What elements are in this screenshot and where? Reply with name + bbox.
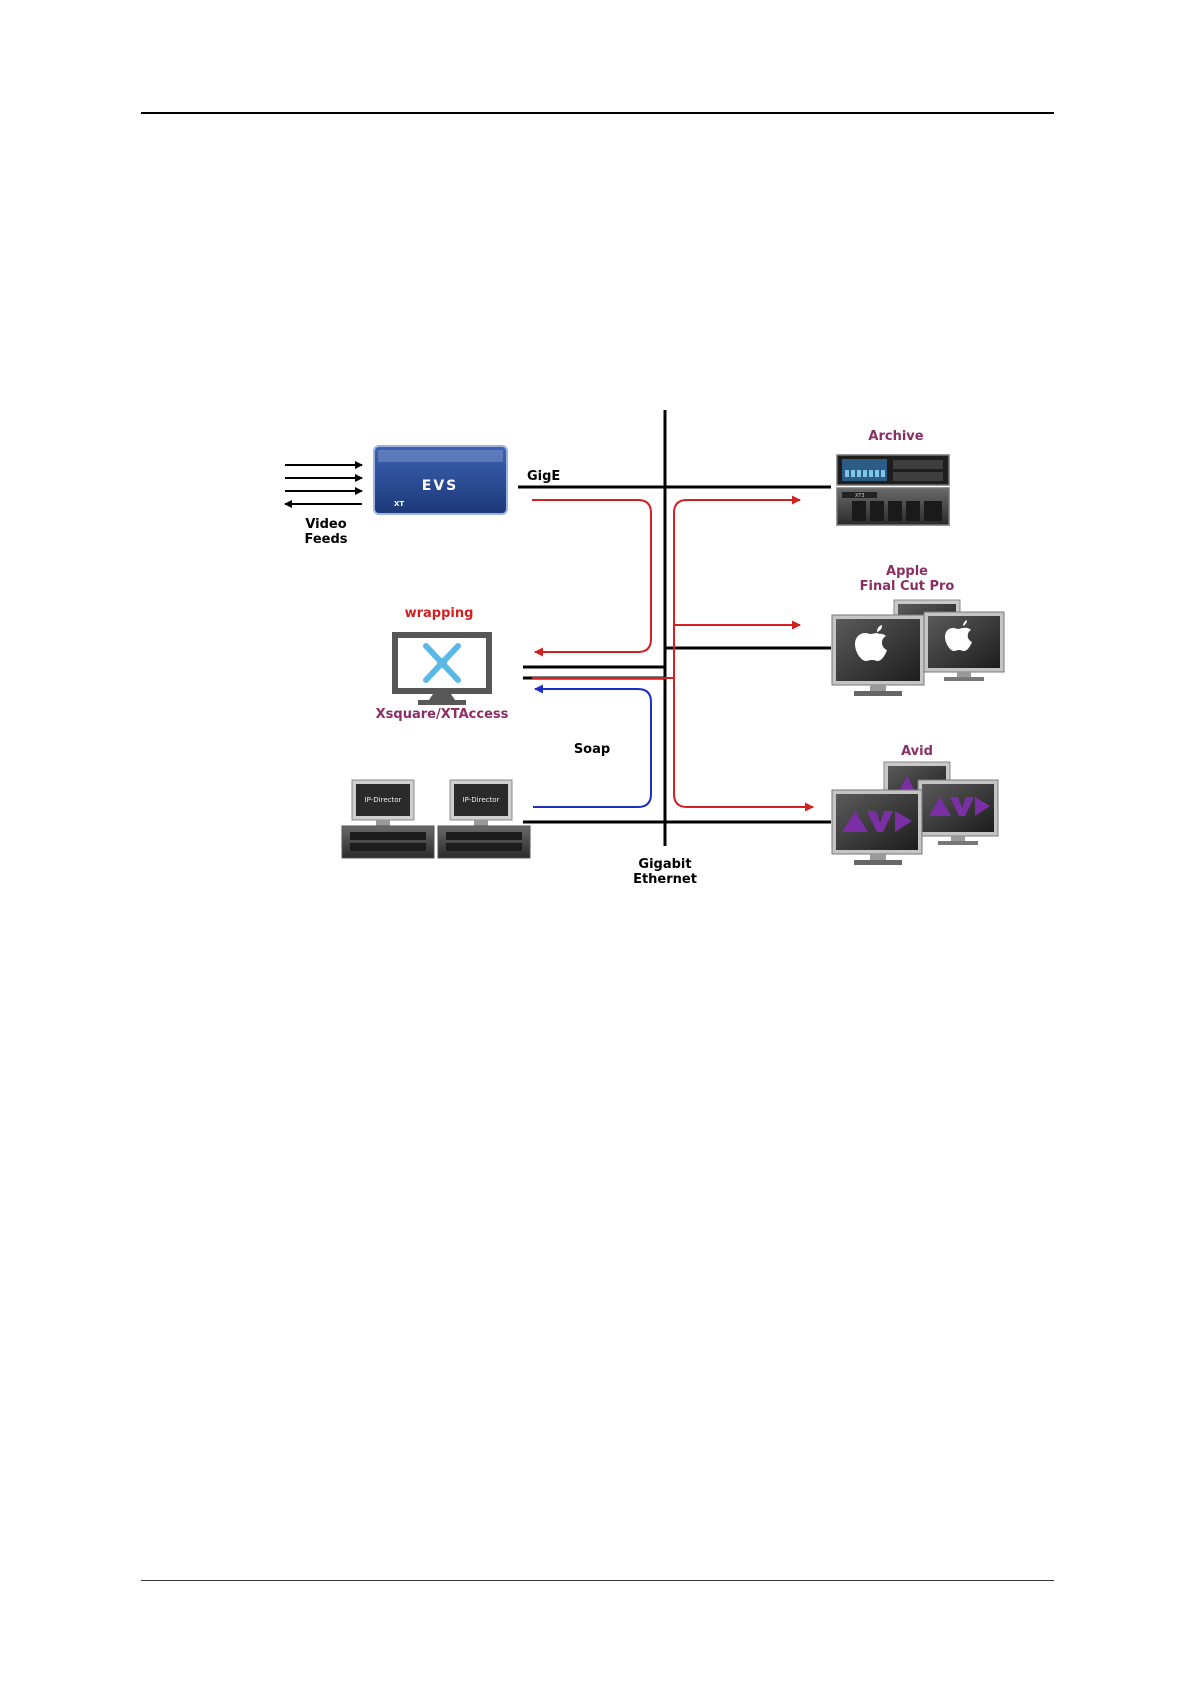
apple-label-line2: Final Cut Pro [860, 579, 955, 594]
evs-to-xsquare-flow [532, 500, 651, 652]
gigabit-label-line1: Gigabit [638, 857, 691, 872]
ip-director-label-1: IP-Director [365, 796, 402, 804]
evs-server: EVS XT [374, 446, 507, 514]
soap-label: Soap [574, 742, 610, 757]
xsquare-monitor [392, 632, 492, 705]
xt-badge: XT [394, 500, 404, 508]
avid-monitor-right [918, 780, 998, 845]
video-feeds-label-line1: Video [305, 517, 346, 532]
avid-label: Avid [901, 744, 933, 759]
ip-director-monitor-1: IP-Director [352, 780, 414, 826]
xsquare-label: Xsquare/XTAccess [376, 707, 509, 722]
evs-logo: EVS [422, 478, 458, 494]
ip-director-server-2 [438, 826, 530, 858]
gigabit-label-line2: Ethernet [633, 872, 697, 887]
avid-monitors [832, 762, 998, 865]
gige-label: GigE [527, 469, 560, 484]
archive-server: XT3 [837, 455, 949, 525]
apple-monitors [832, 600, 1004, 696]
wrapping-label: wrapping [405, 606, 474, 621]
ip-director-label-2: IP-Director [463, 796, 500, 804]
apple-monitor-front [832, 615, 924, 696]
ip-director-server-1 [342, 826, 434, 858]
video-feeds-label-line2: Feeds [304, 532, 347, 547]
apple-monitor-right [924, 612, 1004, 681]
archive-label: Archive [868, 429, 923, 444]
red-flows [532, 500, 813, 807]
ip-director-monitor-2: IP-Director [450, 780, 512, 826]
video-feed-arrows [285, 465, 362, 504]
avid-monitor-front [832, 790, 922, 865]
xsquare-to-avid-flow [674, 678, 813, 807]
xt3-badge: XT3 [855, 493, 865, 499]
apple-label-line1: Apple [886, 564, 928, 579]
ip-director-workstations: IP-Director IP-Director [342, 780, 530, 858]
